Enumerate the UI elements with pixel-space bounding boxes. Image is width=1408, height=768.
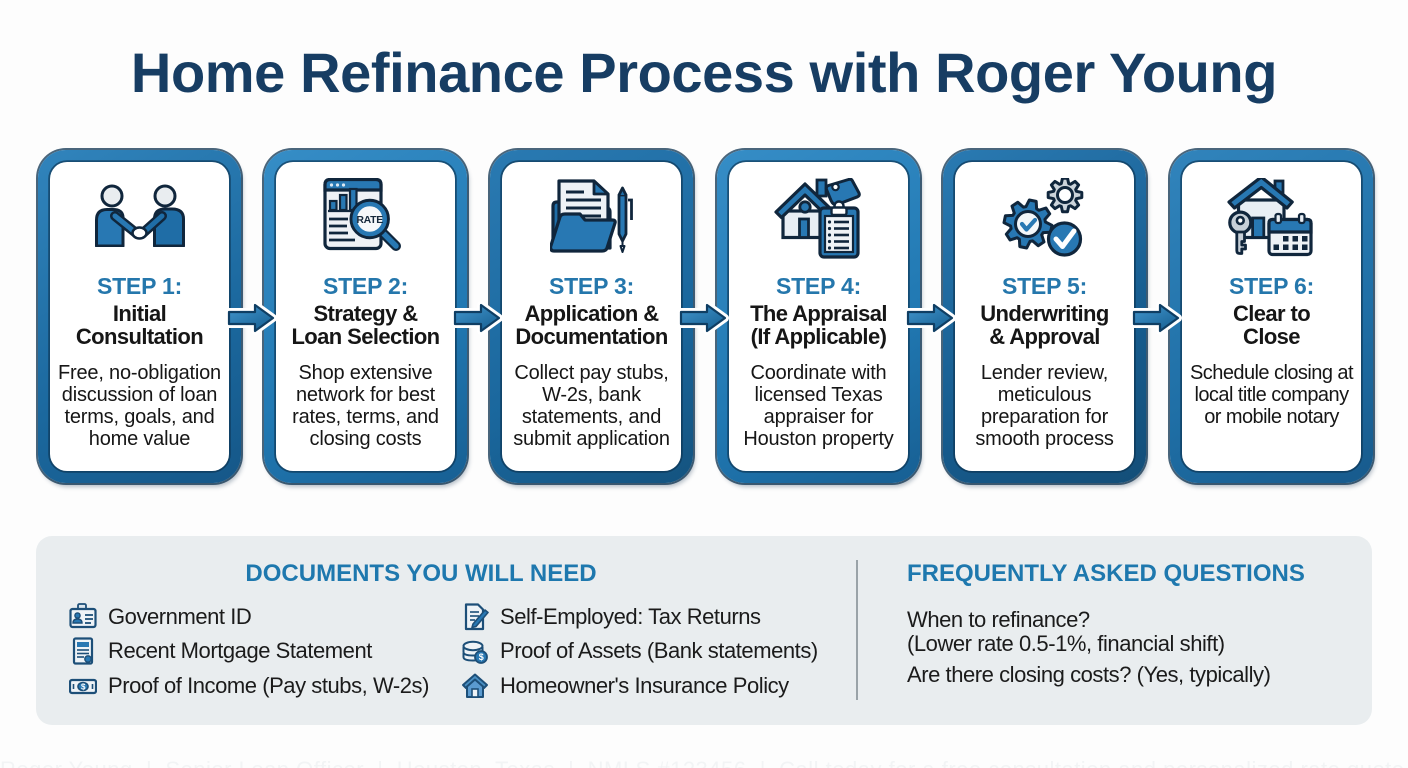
svg-text:RATE: RATE xyxy=(356,214,383,226)
svg-text:$: $ xyxy=(479,652,484,662)
svg-text:$: $ xyxy=(81,683,86,692)
